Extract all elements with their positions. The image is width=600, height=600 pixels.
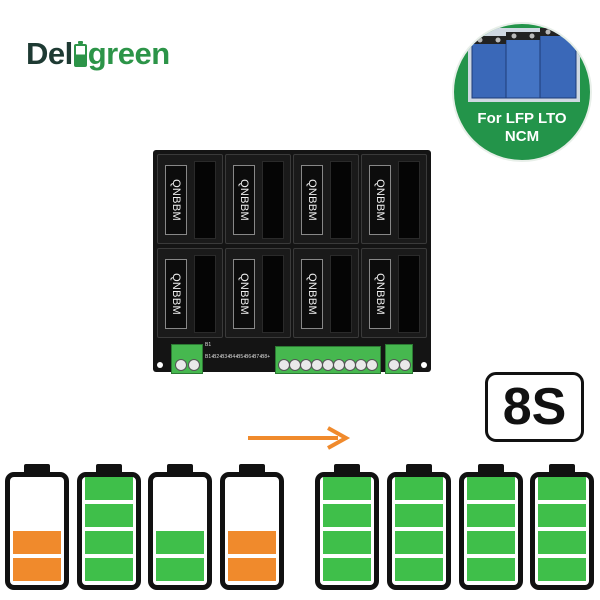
battery-cap — [167, 464, 193, 472]
battery-cap — [406, 464, 432, 472]
cell-count-label: 8S — [485, 372, 584, 442]
battery-after-3-icon — [459, 464, 523, 590]
battery-level-segment — [13, 531, 61, 554]
battery-cap — [478, 464, 504, 472]
heatsink — [262, 161, 284, 239]
battery-level-segment — [228, 558, 276, 581]
battery-level-segment — [323, 558, 371, 581]
heatsink — [330, 161, 352, 239]
brand-logo-part2: green — [87, 36, 170, 71]
silk-label: B7+ — [253, 354, 263, 360]
battery-level-segment — [538, 558, 586, 581]
balancer-module: QNBBM — [361, 154, 427, 244]
balancer-module: QNBBM — [157, 248, 223, 338]
heatsink — [194, 161, 216, 239]
battery-level-segment — [13, 558, 61, 581]
balancer-board: QNBBM QNBBM QNBBM QNBBM QNBBM QNBBM QNBB… — [153, 150, 431, 374]
battery-level-segment — [538, 504, 586, 527]
balancer-module: QNBBM — [361, 248, 427, 338]
battery-level-segment — [395, 504, 443, 527]
battery-icon — [73, 41, 87, 67]
battery-level-segment — [156, 558, 204, 581]
battery-cap — [239, 464, 265, 472]
module-label: QNBBM — [374, 273, 386, 315]
module-label: QNBBM — [170, 273, 182, 315]
battery-level-segment — [228, 531, 276, 554]
battery-level-segment — [467, 477, 515, 500]
battery-level-segment — [395, 531, 443, 554]
arrow-right-icon — [248, 426, 351, 450]
heatsink — [398, 161, 420, 239]
silk-label: B1 — [205, 342, 212, 348]
silk-label: B1+ — [205, 354, 215, 360]
balancer-module: QNBBM — [157, 154, 223, 244]
battery-level-segment — [323, 504, 371, 527]
battery-cap — [96, 464, 122, 472]
silk-label: B6+ — [245, 354, 255, 360]
heatsink — [330, 255, 352, 333]
terminal-block-right — [385, 344, 413, 374]
module-label: QNBBM — [238, 179, 250, 221]
battery-level-segment — [395, 558, 443, 581]
battery-level-segment — [467, 504, 515, 527]
terminal-block-left — [171, 344, 203, 374]
battery-level-segment — [85, 504, 133, 527]
balancer-module: QNBBM — [225, 154, 291, 244]
heatsink — [398, 255, 420, 333]
badge-line-2: NCM — [504, 128, 540, 145]
silk-label: B8+ — [261, 354, 271, 360]
heatsink — [194, 255, 216, 333]
silkscreen-labels: B1 B1+ B2+ B3+ B4+ B5+ B6+ B7+ B8+ — [205, 342, 271, 362]
balancer-module: QNBBM — [293, 248, 359, 338]
module-label: QNBBM — [170, 179, 182, 221]
heatsink — [262, 255, 284, 333]
silk-label: B5+ — [237, 354, 247, 360]
badge-line-1: For LFP LTO — [477, 110, 567, 127]
chemistry-badge: For LFP LTO NCM — [452, 22, 592, 162]
battery-level-segment — [323, 531, 371, 554]
battery-level-segment — [85, 477, 133, 500]
battery-level-segment — [395, 477, 443, 500]
silk-label: B4+ — [229, 354, 239, 360]
battery-level-segment — [538, 531, 586, 554]
battery-level-segment — [467, 531, 515, 554]
mounting-hole — [157, 362, 163, 368]
battery-after-2-icon — [387, 464, 451, 590]
silk-label: B2+ — [213, 354, 223, 360]
battery-before-2-icon — [77, 464, 141, 590]
balancer-module: QNBBM — [225, 248, 291, 338]
balancer-module: QNBBM — [293, 154, 359, 244]
battery-level-segment — [156, 531, 204, 554]
battery-level-segment — [538, 477, 586, 500]
module-label: QNBBM — [306, 179, 318, 221]
battery-before-4-icon — [220, 464, 284, 590]
battery-cells-photo-icon — [468, 28, 580, 102]
brand-logo: Del green — [26, 36, 170, 72]
battery-after-1-icon — [315, 464, 379, 590]
module-label: QNBBM — [238, 273, 250, 315]
battery-level-segment — [85, 558, 133, 581]
battery-cap — [334, 464, 360, 472]
module-label: QNBBM — [306, 273, 318, 315]
battery-cap — [549, 464, 575, 472]
module-label: QNBBM — [374, 179, 386, 221]
battery-level-segment — [85, 531, 133, 554]
silk-label: B3+ — [221, 354, 231, 360]
battery-cap — [24, 464, 50, 472]
battery-level-segment — [467, 558, 515, 581]
mounting-hole — [421, 362, 427, 368]
battery-after-4-icon — [530, 464, 594, 590]
brand-logo-part1: Del — [26, 36, 73, 71]
battery-level-segment — [323, 477, 371, 500]
battery-before-1-icon — [5, 464, 69, 590]
battery-before-3-icon — [148, 464, 212, 590]
terminal-block-center — [275, 346, 381, 374]
